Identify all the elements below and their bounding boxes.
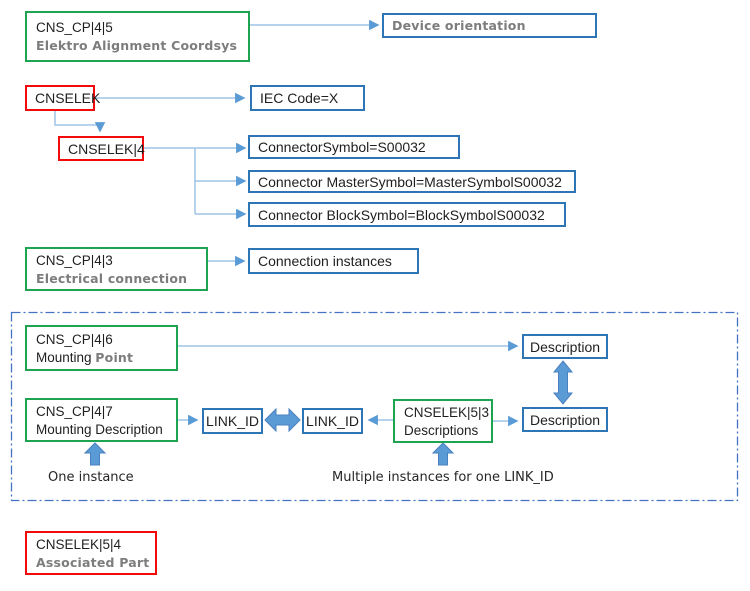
node-subtitle: Electrical connection — [36, 270, 188, 286]
node-label: CNSELEK — [35, 90, 101, 106]
node-label: Description — [529, 411, 601, 428]
node-cnselek-5-4: CNSELEK|5|4 Associated Part — [25, 531, 157, 575]
node-device-orientation: Device orientation — [382, 13, 597, 38]
node-title: CNS_CP|4|5 — [36, 20, 113, 35]
node-connection-instances: Connection instances — [248, 248, 419, 274]
node-cns-cp-4-5: CNS_CP|4|5 Elektro Alignment Coordsys — [25, 11, 250, 62]
node-link-id-right: LINK_ID — [302, 408, 363, 434]
node-subtitle: Associated Part — [36, 554, 150, 570]
node-title: CNS_CP|4|6 — [36, 331, 113, 347]
node-label: Connection instances — [258, 253, 392, 269]
node-cns-cp-4-7: CNS_CP|4|7 Mounting Description — [25, 398, 178, 442]
node-cns-cp-4-6: CNS_CP|4|6 Mounting Point — [25, 325, 178, 371]
annotation-one-instance: One instance — [48, 470, 134, 485]
node-description-top: Description — [522, 334, 608, 359]
node-title: CNS_CP|4|3 — [36, 252, 113, 268]
node-subtitle: Descriptions — [404, 422, 479, 438]
double-arrow-link-id-icon — [264, 407, 301, 433]
node-connector-symbol: ConnectorSymbol=S00032 — [248, 135, 460, 159]
node-subtitle: Mounting Point — [36, 349, 134, 365]
node-description-bottom: Description — [522, 407, 608, 432]
node-title: CNSELEK|5|4 — [36, 536, 122, 552]
node-cnselek-5-3: CNSELEK|5|3 Descriptions — [393, 399, 493, 443]
node-label: IEC Code=X — [260, 90, 339, 106]
node-subtitle: Elektro Alignment Coordsys — [36, 38, 238, 53]
node-connector-block-symbol: Connector BlockSymbol=BlockSymbolS00032 — [248, 202, 566, 227]
up-arrow-one-instance-icon — [83, 442, 107, 466]
node-label: Connector BlockSymbol=BlockSymbolS00032 — [258, 206, 545, 223]
node-label: Device orientation — [392, 18, 526, 33]
annotation-multiple-instances: Multiple instances for one LINK_ID — [332, 470, 554, 485]
node-title: CNS_CP|4|7 — [36, 403, 113, 419]
node-subtitle: Mounting Description — [36, 421, 163, 437]
node-cnselek: CNSELEK — [25, 85, 100, 111]
arrow-cnselek-to-cnselek4 — [54, 111, 106, 133]
node-title: CNSELEK|5|3 — [404, 404, 490, 420]
node-iec-code: IEC Code=X — [250, 85, 365, 111]
node-connector-master-symbol: Connector MasterSymbol=MasterSymbolS0003… — [248, 170, 576, 193]
node-label: ConnectorSymbol=S00032 — [258, 139, 426, 155]
node-label: Connector MasterSymbol=MasterSymbolS0003… — [258, 173, 562, 190]
node-cns-cp-4-3: CNS_CP|4|3 Electrical connection — [25, 247, 208, 291]
node-label: LINK_ID — [206, 413, 259, 429]
double-arrow-descriptions-icon — [552, 360, 574, 405]
node-label: Description — [529, 338, 601, 355]
up-arrow-multiple-instances-icon — [431, 442, 455, 466]
node-cnselek-4: CNSELEK|4 — [58, 136, 145, 161]
node-label: LINK_ID — [306, 413, 359, 429]
node-label: CNSELEK|4 — [68, 140, 145, 157]
node-link-id-left: LINK_ID — [202, 408, 263, 434]
dashed-group-border — [10, 311, 739, 502]
